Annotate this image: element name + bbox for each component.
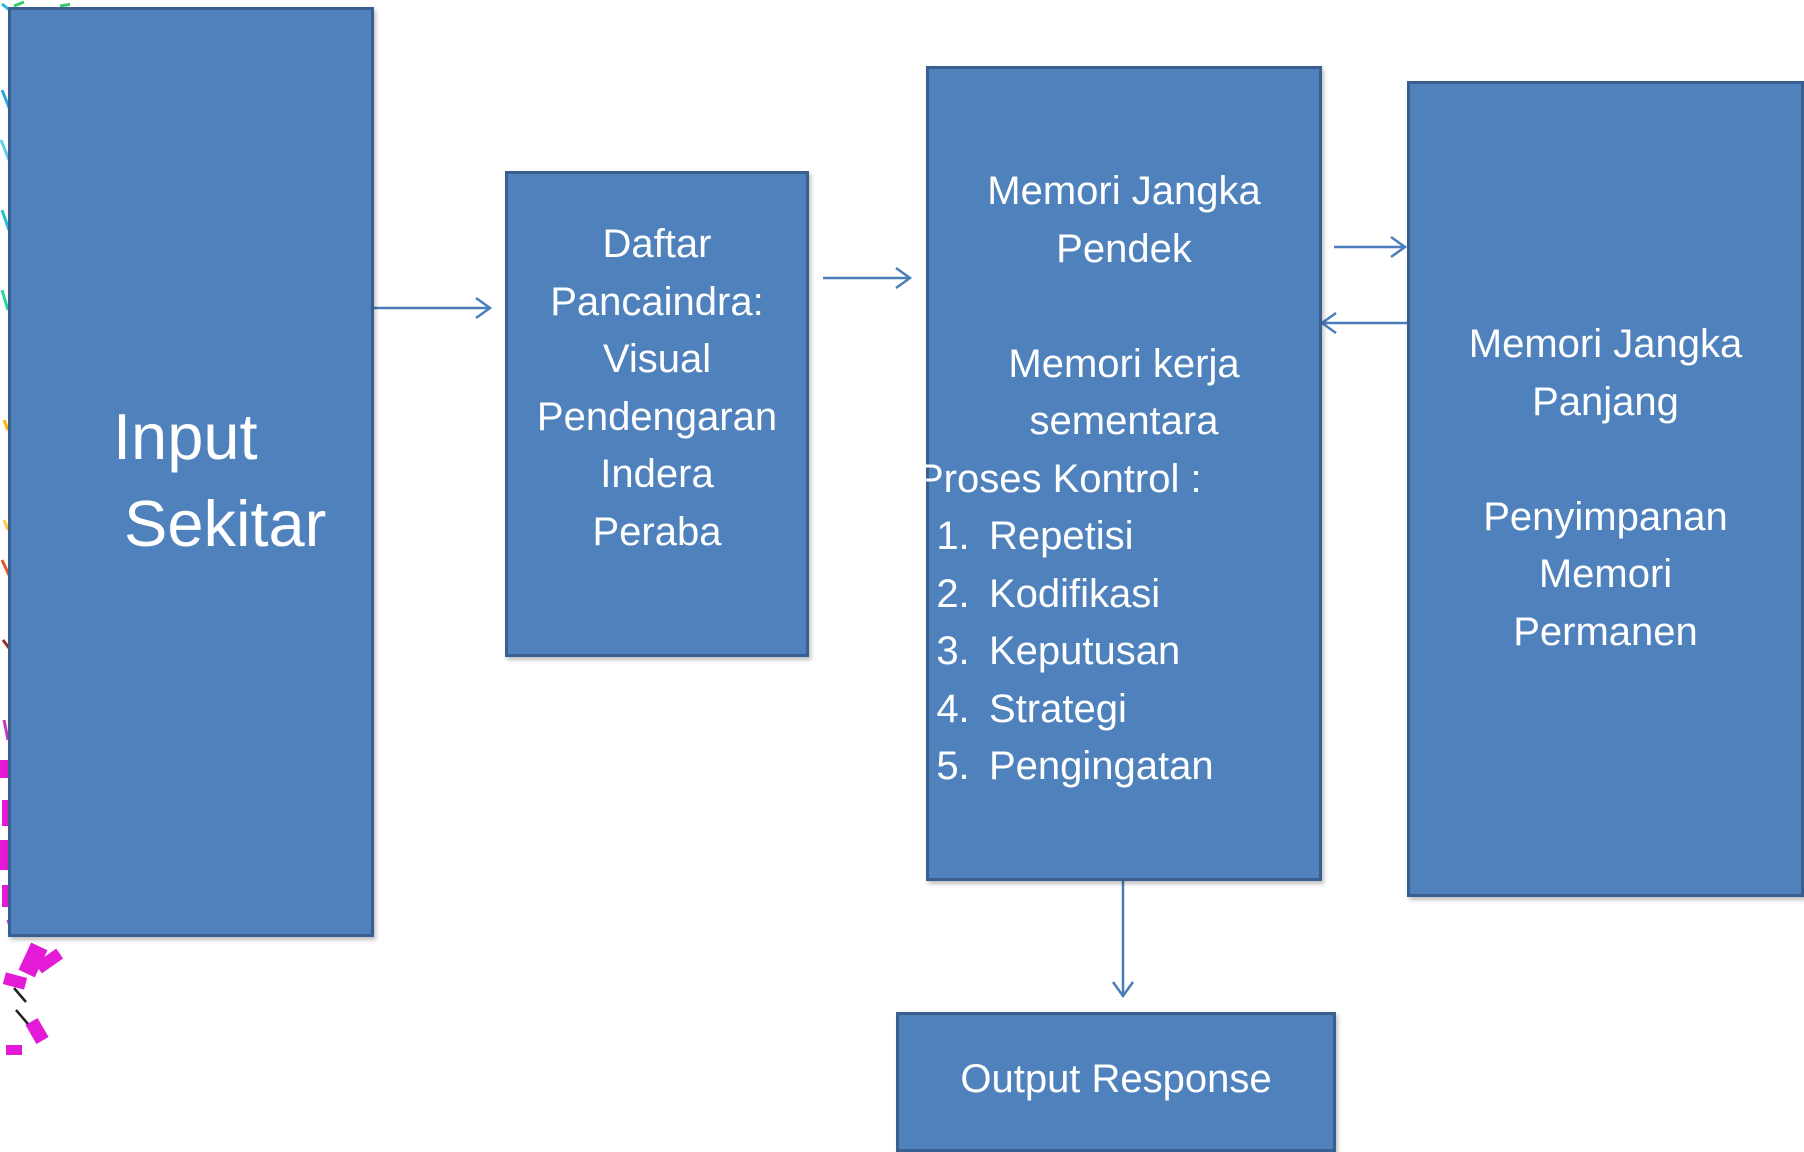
arrow-short-term-to-output — [1111, 881, 1135, 999]
process-item-label: Strategi — [989, 686, 1127, 731]
stm-sub-line-2: sementara — [1029, 399, 1219, 443]
sensory-line-2: Pancaindra: — [550, 279, 764, 324]
input-label: Input — [113, 400, 258, 473]
ltm-sub-line-1: Penyimpanan — [1483, 494, 1728, 539]
stm-sub-line-1: Memori kerja — [1008, 341, 1240, 386]
process-item-label: Kodifikasi — [989, 571, 1161, 616]
output-response-box: Output Response — [896, 1012, 1336, 1152]
process-item-number: 2. — [936, 571, 970, 616]
long-term-memory-box: Memori Jangka Panjang Penyimpanan Memori… — [1407, 81, 1804, 897]
process-item: 5. Pengingatan — [917, 738, 1214, 796]
sensory-line-1: Daftar — [602, 222, 712, 266]
stm-title-line-2: Pendek — [1056, 226, 1192, 271]
process-item-number: 1. — [936, 514, 970, 558]
sensory-line-5: Indera — [600, 452, 714, 496]
arrow-long-term-to-short-term — [1319, 311, 1407, 335]
process-item: 4. Strategi — [917, 681, 1214, 739]
short-term-memory-box: Memori Jangka Pendek Memori kerja sement… — [917, 66, 1322, 881]
output-response-label: Output Response — [960, 1057, 1272, 1101]
process-item-label: Keputusan — [989, 629, 1181, 673]
process-item-number: 4. — [936, 686, 970, 731]
process-item-label: Pengingatan — [989, 744, 1214, 788]
sensory-line-6: Peraba — [592, 509, 722, 554]
sensory-line-4: Pendengaran — [536, 394, 778, 439]
ltm-title-line-2: Panjang — [1532, 379, 1679, 424]
arrow-short-term-to-long-term — [1334, 235, 1408, 259]
process-item: 3. Keputusan — [917, 623, 1214, 681]
process-item-label: Repetisi — [989, 514, 1134, 558]
ltm-title-line-1: Memori Jangka — [1468, 322, 1743, 366]
process-item: 1. Repetisi — [917, 508, 1214, 566]
sensory-line-3: Visual — [602, 337, 712, 381]
process-item: 2. Kodifikasi — [917, 566, 1214, 624]
stm-title-line-1: Memori Jangka — [987, 169, 1261, 213]
arrow-input-to-sensory — [374, 296, 493, 320]
ltm-sub-line-2: Memori — [1538, 552, 1673, 596]
input-sekitar-box: Input Sekitar — [8, 7, 374, 937]
process-item-number: 5. — [936, 744, 970, 788]
ltm-sub-line-3: Permanen — [1513, 609, 1698, 654]
process-control-label: Proses Kontrol : — [917, 456, 1202, 501]
process-item-number: 3. — [936, 629, 970, 673]
sensory-register-box: Daftar Pancaindra: Visual Pendengaran In… — [505, 171, 809, 657]
arrow-sensory-to-short-term — [823, 266, 913, 290]
sekitar-label: Sekitar — [124, 487, 327, 560]
process-control-list: 1. Repetisi 2. Kodifikasi 3. Keputusan 4. St… — [917, 508, 1214, 796]
